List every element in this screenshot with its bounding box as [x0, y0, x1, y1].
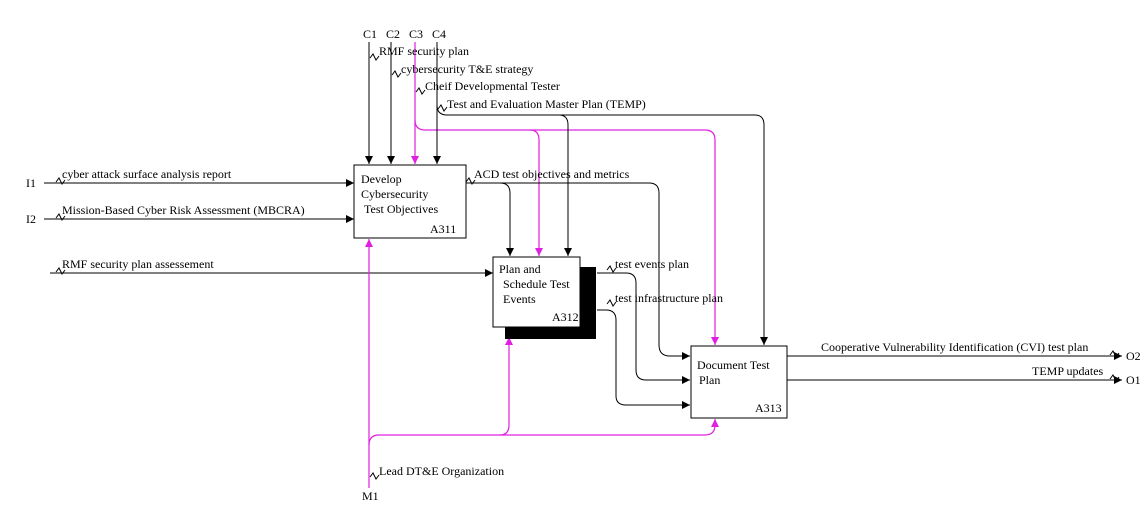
label-o1: TEMP updates — [1032, 364, 1104, 378]
output-arrows — [787, 352, 1122, 384]
a311-title-line-1: Develop — [361, 172, 402, 186]
code-i2: I2 — [26, 212, 36, 226]
a311-node-number: A311 — [430, 222, 456, 236]
activity-a311: Develop Cybersecurity Test Objectives A3… — [353, 164, 467, 239]
a313-title-line-2: Plan — [699, 373, 720, 387]
label-c1: RMF security plan — [379, 44, 469, 58]
arrow-events-plan — [597, 272, 690, 384]
a312-title-line-2: Schedule Test — [503, 277, 570, 291]
label-infra-plan: test infrastructure plan — [615, 291, 723, 305]
a312-node-number: A312 — [552, 310, 579, 324]
label-i2: Mission-Based Cyber Risk Assessment (MBC… — [62, 203, 305, 217]
label-rmf-assessment: RMF security plan assessement — [62, 257, 214, 271]
label-events-plan: test events plan — [615, 257, 689, 271]
a312-title-line-3: Events — [503, 292, 536, 306]
label-squiggles — [55, 53, 1120, 480]
activity-a313: Document Test Plan A313 — [690, 345, 788, 419]
a313-node-number: A313 — [755, 401, 782, 415]
a311-title-line-3: Test Objectives — [364, 202, 438, 216]
code-c2: C2 — [386, 27, 400, 41]
label-m1: Lead DT&E Organization — [379, 464, 504, 478]
label-i1: cyber attack surface analysis report — [62, 167, 232, 181]
label-c4: Test and Evaluation Master Plan (TEMP) — [447, 97, 646, 111]
a313-title-line-1: Document Test — [697, 358, 770, 372]
arrow-acd-to-a313 — [500, 182, 690, 360]
arrow-c4-branch-a313 — [559, 114, 768, 345]
label-c2: cybersecurity T&E strategy — [401, 62, 533, 76]
code-m1: M1 — [362, 489, 379, 503]
label-c3: Cheif Developmental Tester — [425, 79, 560, 93]
code-o1: O1 — [1126, 373, 1141, 387]
arrow-c3-branch-a313 — [530, 129, 719, 345]
a312-title-line-1: Plan and — [499, 262, 541, 276]
label-o2: Cooperative Vulnerability Identification… — [821, 340, 1088, 354]
input-arrows — [44, 179, 493, 277]
control-arrows — [365, 42, 768, 345]
arrow-infra-plan — [597, 309, 690, 409]
code-c4: C4 — [432, 27, 446, 41]
code-c3: C3 — [409, 27, 423, 41]
label-acd: ACD test objectives and metrics — [474, 167, 630, 181]
mechanism-arrows — [365, 239, 719, 488]
arrow-m1-a313 — [500, 419, 719, 436]
code-i1: I1 — [26, 176, 36, 190]
activity-a312: Plan and Schedule Test Events A312 — [492, 256, 596, 339]
a311-title-line-2: Cybersecurity — [361, 187, 428, 201]
code-o2: O2 — [1126, 349, 1141, 363]
arrow-acd-to-a312 — [466, 182, 514, 256]
code-c1: C1 — [363, 27, 377, 41]
internal-arrows — [466, 182, 690, 409]
arrow-m1-a312 — [368, 337, 513, 446]
